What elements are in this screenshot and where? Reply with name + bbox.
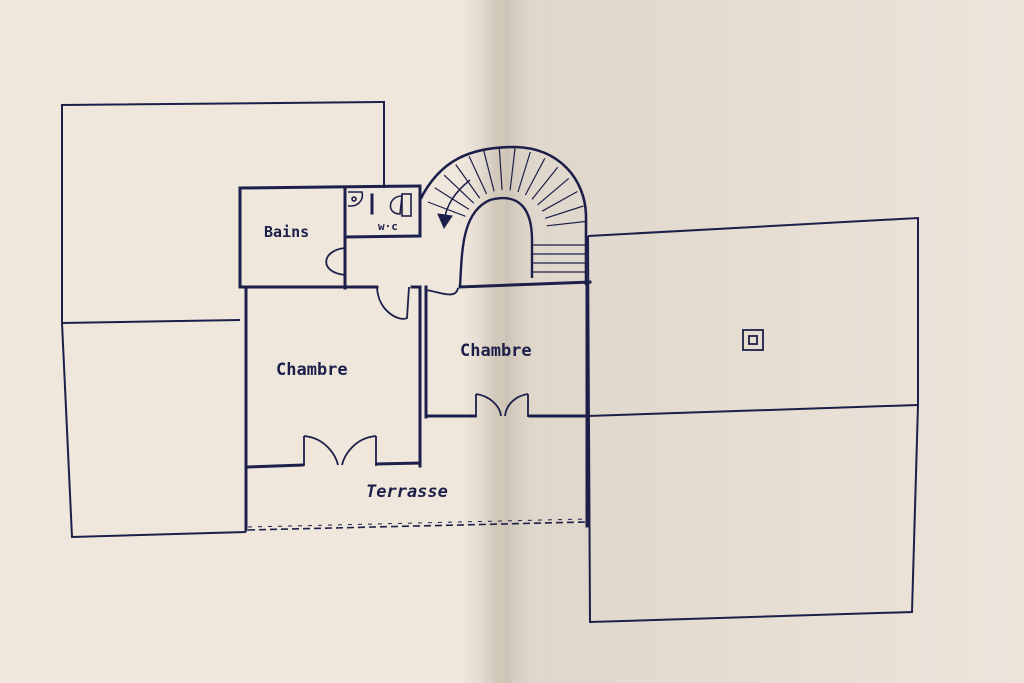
toilet-icon [389,193,412,217]
stair-tread [517,151,531,193]
terrace-edge-inner [247,518,587,528]
spiral-staircase-icon [418,145,588,288]
terrace-edge [247,521,587,531]
terrace-door-left-a [303,435,339,466]
right-roof-outline [587,216,919,624]
stair-tread [541,190,578,212]
stair-tread [468,156,488,195]
terrasse-label: Terrasse [366,482,448,502]
stair-tread [531,166,559,200]
chambre-right-door [425,287,459,296]
chambre-left-door [376,286,410,320]
stair-tread [483,150,495,192]
page-fold [455,0,545,683]
bains-label: Bains [264,223,309,241]
washbasin-icon [348,191,364,207]
stair-tread [509,148,516,191]
left-roof-outline [61,100,385,539]
terrace-door-left-b [341,435,377,466]
chambre-left-label: Chambre [276,360,348,380]
stair-tread [498,148,503,191]
terrace-door-right-b [504,393,529,417]
terrace-door-right-a [475,393,502,417]
wc-label: w·c [378,220,398,233]
stair-tread [524,158,546,196]
chambre-right-label: Chambre [460,341,532,361]
right-page-shade [505,0,1024,683]
stair-tread [443,174,475,204]
doors [303,247,529,466]
bathroom-door [325,247,346,276]
stair-tread [546,220,587,227]
chimney-icon [742,329,764,351]
stair-tread [545,205,584,219]
stair-tread [537,177,570,206]
